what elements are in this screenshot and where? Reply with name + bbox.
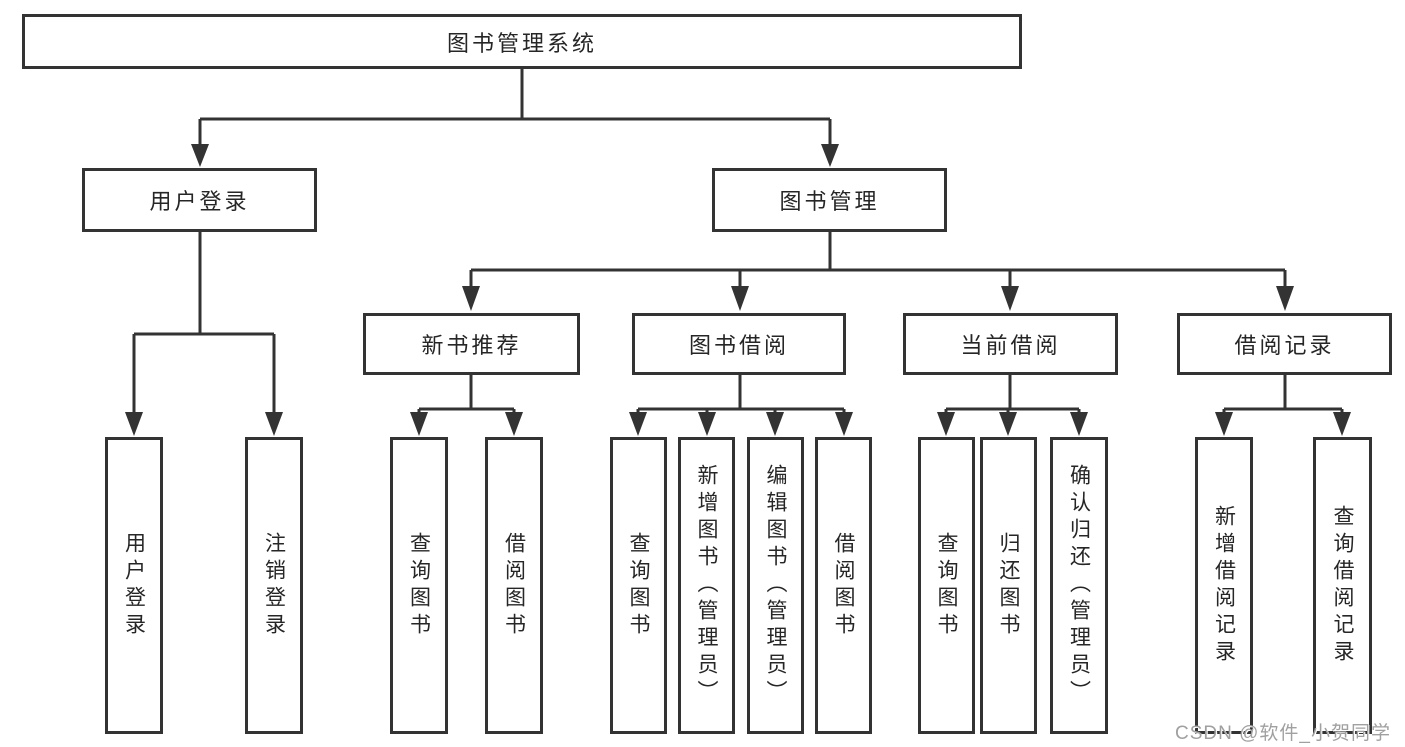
arrow-down-icon xyxy=(937,412,955,436)
leaf-query-books-recommend: 查询图书 xyxy=(390,437,448,734)
leaf-user-login: 用户登录 xyxy=(105,437,163,734)
arrow-down-icon xyxy=(1333,412,1351,436)
branch-book-borrowing xyxy=(629,375,853,436)
node-label: 注销登录 xyxy=(262,531,286,640)
leaf-borrow-books-recommend: 借阅图书 xyxy=(485,437,543,734)
leaf-borrow-books-borrowing: 借阅图书 xyxy=(815,437,872,734)
node-label: 确认归还（管理员） xyxy=(1067,464,1091,707)
node-label: 查询图书 xyxy=(627,531,650,640)
node-label: 新增图书（管理员） xyxy=(695,464,718,707)
arrow-down-icon xyxy=(835,412,853,436)
arrow-down-icon xyxy=(191,144,209,167)
node-label: 图书借阅 xyxy=(688,333,789,358)
branch-root xyxy=(191,68,839,167)
connector-line xyxy=(417,375,516,414)
branch-book-management xyxy=(462,232,1294,311)
branch-user-login xyxy=(125,232,283,436)
connector-line xyxy=(132,232,276,414)
node-label: 借阅记录 xyxy=(1234,333,1335,358)
arrow-down-icon xyxy=(1215,412,1233,436)
node-book-borrowing: 图书借阅 xyxy=(632,313,846,375)
arrow-down-icon xyxy=(698,412,716,436)
arrow-down-icon xyxy=(505,412,523,436)
node-label: 用户登录 xyxy=(122,531,146,640)
leaf-query-books-borrowing: 查询图书 xyxy=(610,437,667,734)
arrow-down-icon xyxy=(731,286,749,311)
leaf-add-borrow-record: 新增借阅记录 xyxy=(1195,437,1253,734)
arrow-down-icon xyxy=(410,412,428,436)
connector-line xyxy=(944,375,1081,414)
node-label: 新增借阅记录 xyxy=(1212,504,1236,667)
leaf-add-books-admin: 新增图书（管理员） xyxy=(678,437,735,734)
node-borrowing-records: 借阅记录 xyxy=(1177,313,1392,375)
node-label: 图书管理 xyxy=(779,189,880,214)
arrow-down-icon xyxy=(125,412,143,436)
connector-line xyxy=(636,375,846,414)
connector-line xyxy=(469,232,1287,288)
node-user-login: 用户登录 xyxy=(82,168,317,232)
node-new-book-recommendation: 新书推荐 xyxy=(363,313,580,375)
arrow-down-icon xyxy=(629,412,647,436)
watermark: CSDN @软件_小贺同学 xyxy=(1175,723,1391,744)
node-label: 查询图书 xyxy=(407,531,431,640)
node-label: 查询借阅记录 xyxy=(1331,504,1354,667)
node-label: 用户登录 xyxy=(149,189,250,214)
node-label: 新书推荐 xyxy=(421,333,522,358)
branch-current-borrowing xyxy=(937,375,1088,436)
branch-new-book-recommendation xyxy=(410,375,523,436)
leaf-query-books-current: 查询图书 xyxy=(918,437,975,734)
arrow-down-icon xyxy=(821,144,839,167)
leaf-return-books: 归还图书 xyxy=(980,437,1037,734)
arrow-down-icon xyxy=(1276,286,1294,311)
leaf-query-borrow-record: 查询借阅记录 xyxy=(1313,437,1372,734)
node-label: 查询图书 xyxy=(935,531,958,640)
node-current-borrowing: 当前借阅 xyxy=(903,313,1118,375)
node-label: 编辑图书（管理员） xyxy=(764,464,787,707)
arrow-down-icon xyxy=(1001,286,1019,311)
node-label: 借阅图书 xyxy=(502,531,526,640)
node-label: 归还图书 xyxy=(997,531,1020,640)
branch-borrowing-records xyxy=(1215,375,1351,436)
arrow-down-icon xyxy=(1070,412,1088,436)
arrow-down-icon xyxy=(265,412,283,436)
node-label: 图书管理系统 xyxy=(446,30,597,56)
connector-line xyxy=(198,68,832,146)
leaf-edit-books-admin: 编辑图书（管理员） xyxy=(747,437,804,734)
leaf-confirm-return-admin: 确认归还（管理员） xyxy=(1050,437,1108,734)
node-library-system-root: 图书管理系统 xyxy=(22,14,1022,69)
node-label: 借阅图书 xyxy=(832,531,855,640)
arrow-down-icon xyxy=(462,286,480,311)
leaf-logout-login: 注销登录 xyxy=(245,437,303,734)
node-label: 当前借阅 xyxy=(960,333,1061,358)
connector-line xyxy=(1222,375,1344,414)
arrow-down-icon xyxy=(999,412,1017,436)
arrow-down-icon xyxy=(766,412,784,436)
node-book-management: 图书管理 xyxy=(712,168,947,232)
